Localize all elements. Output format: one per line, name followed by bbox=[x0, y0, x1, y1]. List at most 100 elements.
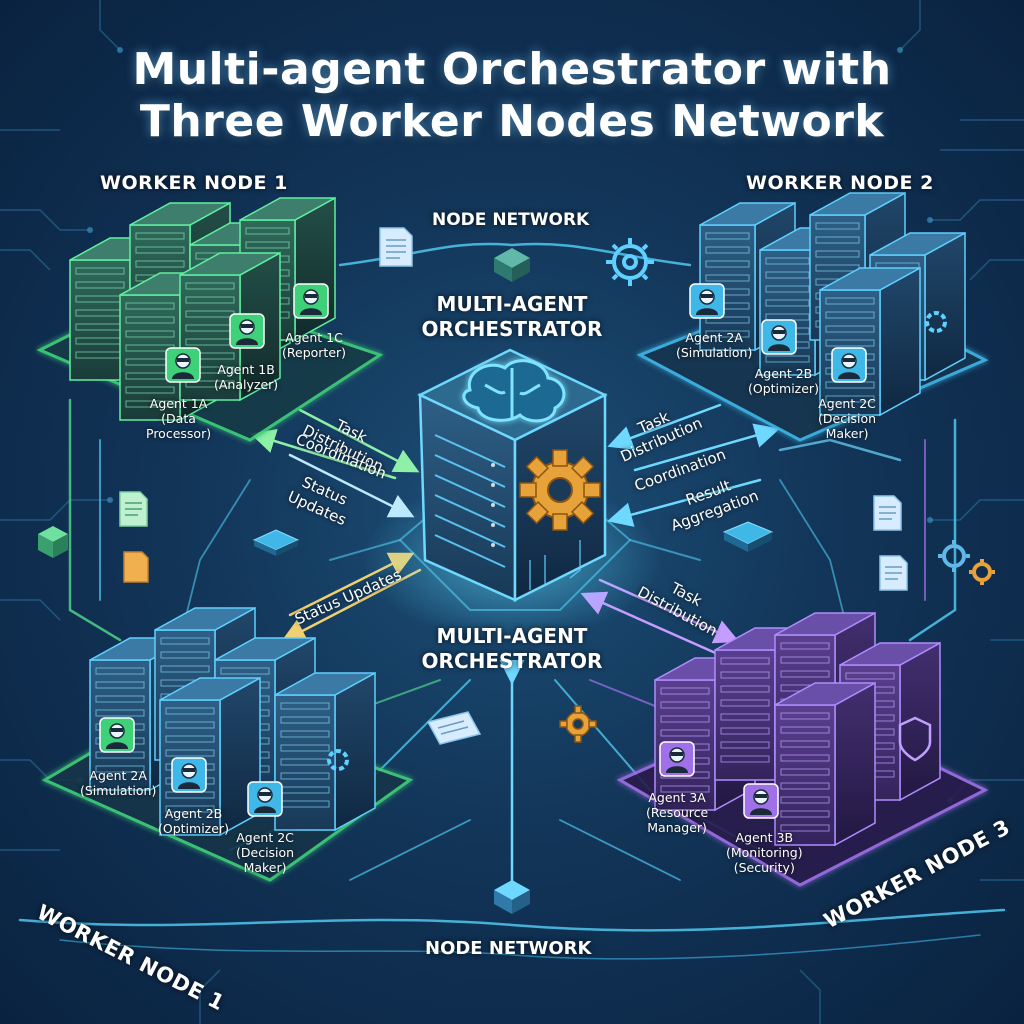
agent-label-bl-2b: Agent 2B (Optimizer) bbox=[158, 806, 229, 836]
rack-slot bbox=[780, 796, 830, 804]
rack-top bbox=[774, 682, 876, 706]
arrow-task-distribution-left bbox=[298, 408, 420, 473]
rack-slot bbox=[825, 311, 875, 319]
rack-slot bbox=[280, 772, 330, 780]
agent-avatar-bl-2a bbox=[99, 717, 135, 753]
agent-name: Agent 2A bbox=[89, 768, 147, 783]
rack-slot bbox=[845, 672, 895, 680]
agent-visor bbox=[755, 794, 767, 798]
agent-role: (Optimizer) bbox=[748, 381, 819, 396]
agent-visor bbox=[241, 324, 253, 328]
agent-avatar-1a bbox=[165, 347, 201, 383]
gear-icon-rack bbox=[327, 749, 349, 771]
orchestrator-title-top-line2: ORCHESTRATOR bbox=[421, 317, 603, 341]
arrow-status-left bbox=[288, 453, 415, 518]
rack-slot bbox=[280, 730, 330, 738]
rack-n2-5 bbox=[819, 266, 921, 417]
agent-role: (Simulation) bbox=[80, 783, 157, 798]
rack-slot bbox=[125, 330, 175, 338]
rack-slot bbox=[280, 744, 330, 752]
rack-slot bbox=[720, 685, 770, 693]
rack-top bbox=[159, 677, 261, 701]
agent-label-2b: Agent 2B (Optimizer) bbox=[748, 366, 819, 396]
agent-label-3b: Agent 3B (Monitoring) (Security) bbox=[726, 830, 803, 875]
rack-slot bbox=[135, 260, 185, 268]
agent-role: Maker) bbox=[825, 426, 869, 441]
agent-avatar-bl-2c bbox=[247, 781, 283, 817]
agent-visor bbox=[701, 294, 713, 298]
rack-top bbox=[839, 642, 941, 666]
rack-side bbox=[334, 671, 376, 832]
rack-slot bbox=[125, 316, 175, 324]
rack-slot bbox=[95, 681, 145, 689]
rack-slot bbox=[720, 713, 770, 721]
rack-top bbox=[214, 637, 316, 661]
rack-slot bbox=[660, 687, 710, 695]
document-icon-right-2 bbox=[879, 555, 908, 591]
arrow-result-aggregation bbox=[607, 478, 762, 527]
agent-body bbox=[300, 308, 322, 315]
rack-slot bbox=[160, 651, 210, 659]
agent-name: Agent 1B bbox=[217, 362, 275, 377]
agent-role: (Security) bbox=[733, 860, 795, 875]
rack-slot bbox=[95, 765, 145, 773]
rack-top bbox=[819, 267, 921, 291]
gear-icon-right-orange bbox=[969, 559, 995, 585]
rack-slot bbox=[765, 355, 810, 363]
agent-label-1c: Agent 1C (Reporter) bbox=[282, 330, 346, 360]
agent-avatars bbox=[99, 283, 867, 819]
agent-role: (Simulation) bbox=[676, 345, 753, 360]
rack-top bbox=[809, 192, 906, 216]
rack-slot bbox=[95, 695, 145, 703]
document-icon bbox=[379, 227, 413, 267]
rack-top bbox=[179, 252, 281, 276]
rack-slot bbox=[780, 754, 830, 762]
agent-visor bbox=[671, 752, 683, 756]
rack-slot bbox=[720, 755, 770, 763]
orchestrator-title-top: MULTI-AGENT ORCHESTRATOR bbox=[412, 292, 612, 342]
card-icon-bottom bbox=[426, 711, 482, 745]
rack-slot bbox=[135, 246, 185, 254]
network-label-top: NODE NETWORK bbox=[432, 210, 590, 230]
title-line-1: Multi-agent Orchestrator with bbox=[132, 44, 892, 95]
chip-icon-right bbox=[722, 521, 774, 552]
rack-slot bbox=[165, 735, 215, 743]
rack-slot bbox=[125, 386, 175, 394]
gear-icon-right-blue bbox=[938, 540, 970, 572]
agent-role: (Decision bbox=[818, 411, 877, 426]
agent-avatar-1c bbox=[293, 283, 329, 319]
rack-top bbox=[699, 202, 796, 226]
agent-role: (Reporter) bbox=[282, 345, 347, 360]
rack-slot bbox=[660, 701, 710, 709]
chip-icon-left bbox=[252, 529, 300, 556]
agent-avatar-2a bbox=[689, 283, 725, 319]
rack-slot bbox=[780, 740, 830, 748]
agent-label-1a: Agent 1A (Data Processor) bbox=[146, 396, 211, 441]
rack-front bbox=[274, 694, 336, 831]
rack-slot bbox=[765, 299, 810, 307]
orchestrator-title-bottom: MULTI-AGENT ORCHESTRATOR bbox=[412, 624, 612, 674]
rack-slot bbox=[160, 637, 210, 645]
agent-visor bbox=[177, 358, 189, 362]
agent-visor bbox=[111, 728, 123, 732]
agent-role: (Resource bbox=[646, 805, 709, 820]
agent-avatar-1b bbox=[229, 313, 265, 349]
agent-avatar-3a bbox=[659, 741, 695, 777]
rack-slot bbox=[780, 712, 830, 720]
agent-body bbox=[768, 344, 790, 351]
rack-slot bbox=[705, 260, 750, 268]
rack-slot bbox=[720, 741, 770, 749]
network-label-bottom: NODE NETWORK bbox=[425, 938, 592, 959]
rack-slot bbox=[705, 246, 750, 254]
orchestrator-title-top-line1: MULTI-AGENT bbox=[436, 292, 588, 316]
rack-top bbox=[869, 232, 966, 256]
rack-slot bbox=[705, 274, 750, 282]
agent-role: Maker) bbox=[243, 860, 287, 875]
server-racks bbox=[69, 191, 966, 847]
rack-slot bbox=[825, 297, 875, 305]
agent-visor bbox=[843, 358, 855, 362]
agent-label-bl-2c: Agent 2C (Decision Maker) bbox=[236, 830, 294, 875]
rack-slot bbox=[780, 782, 830, 790]
agent-name: Agent 2C bbox=[818, 396, 876, 411]
